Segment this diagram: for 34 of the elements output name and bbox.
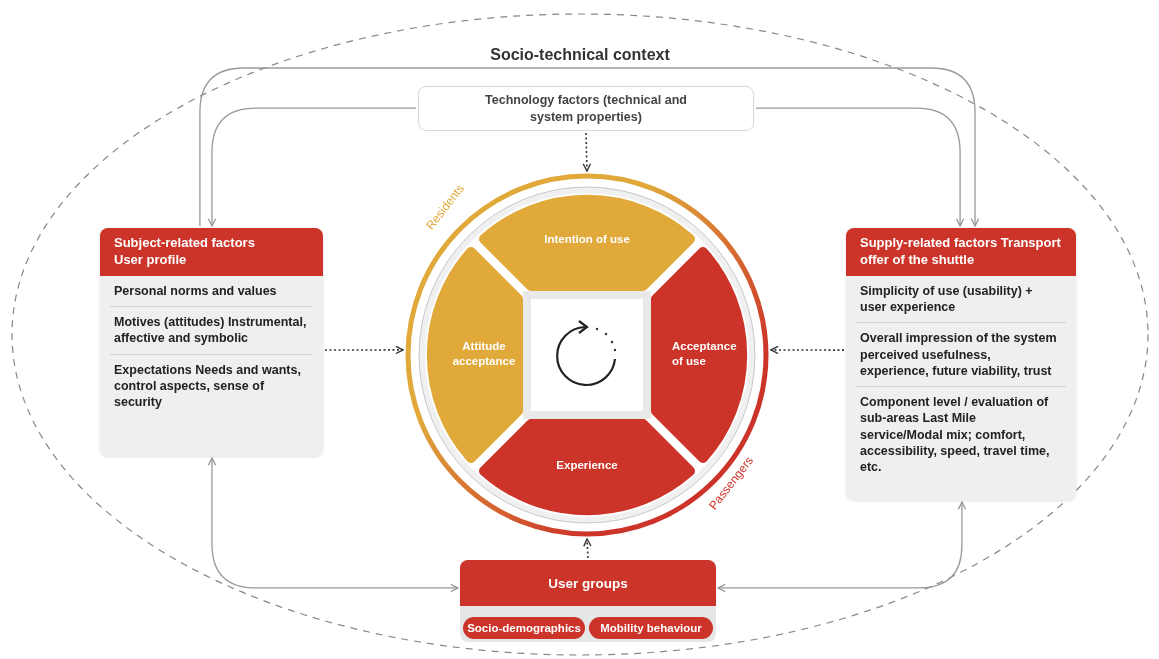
factor-item: Expectations Needs and wants, control aspects, sense of security: [110, 353, 313, 418]
dotted-arrow: [770, 345, 845, 355]
segment-label: Acceptance of use: [672, 339, 738, 369]
arrow: [207, 457, 459, 593]
acceptance-wheel: [405, 173, 769, 537]
context-title: Socio-technical context: [489, 46, 671, 64]
arrow: [717, 501, 967, 593]
factor-card: [846, 228, 1076, 500]
segment-label: Experience: [555, 458, 619, 473]
card-header: User groups: [460, 560, 716, 606]
segment-label: Attitude acceptance: [451, 339, 517, 369]
dotted-arrow: [324, 345, 404, 355]
wheel-segment: [426, 246, 524, 464]
dotted-arrow: [582, 132, 592, 172]
factor-item: Motives (attitudes) Instrumental, affective and symbolic: [110, 306, 313, 354]
factor-box: Technology factors (technical and system properties): [418, 86, 754, 131]
factor-item: Overall impression of the system perceived usefulness, experience, future viability, trust: [856, 322, 1066, 387]
tag: Mobility behaviour: [589, 617, 713, 639]
segment-label: Intention of use: [543, 232, 631, 247]
arrow: [207, 107, 417, 227]
card-header: Supply-related factors Transport offer of the shuttle: [846, 228, 1076, 276]
factor-item: Component level / evaluation of sub-areas Last Mile service/Modal mix; comfort, accessibility, speed, travel time, etc.: [856, 386, 1066, 483]
user-groups-card: [460, 560, 716, 642]
card-header: Subject-related factors User profile: [100, 228, 323, 276]
arrow: [755, 107, 965, 227]
arrow: [199, 67, 980, 227]
context-ellipse: [10, 12, 1150, 657]
factor-item: Simplicity of use (usability) + user experience: [859, 282, 1034, 317]
wheel-segment: [478, 418, 696, 516]
factor-card: [100, 228, 323, 456]
wheel-segment: [478, 194, 696, 292]
dotted-arrow: [583, 538, 592, 559]
tag: Socio-demographics: [463, 617, 585, 639]
factor-item: Personal norms and values: [113, 282, 278, 300]
